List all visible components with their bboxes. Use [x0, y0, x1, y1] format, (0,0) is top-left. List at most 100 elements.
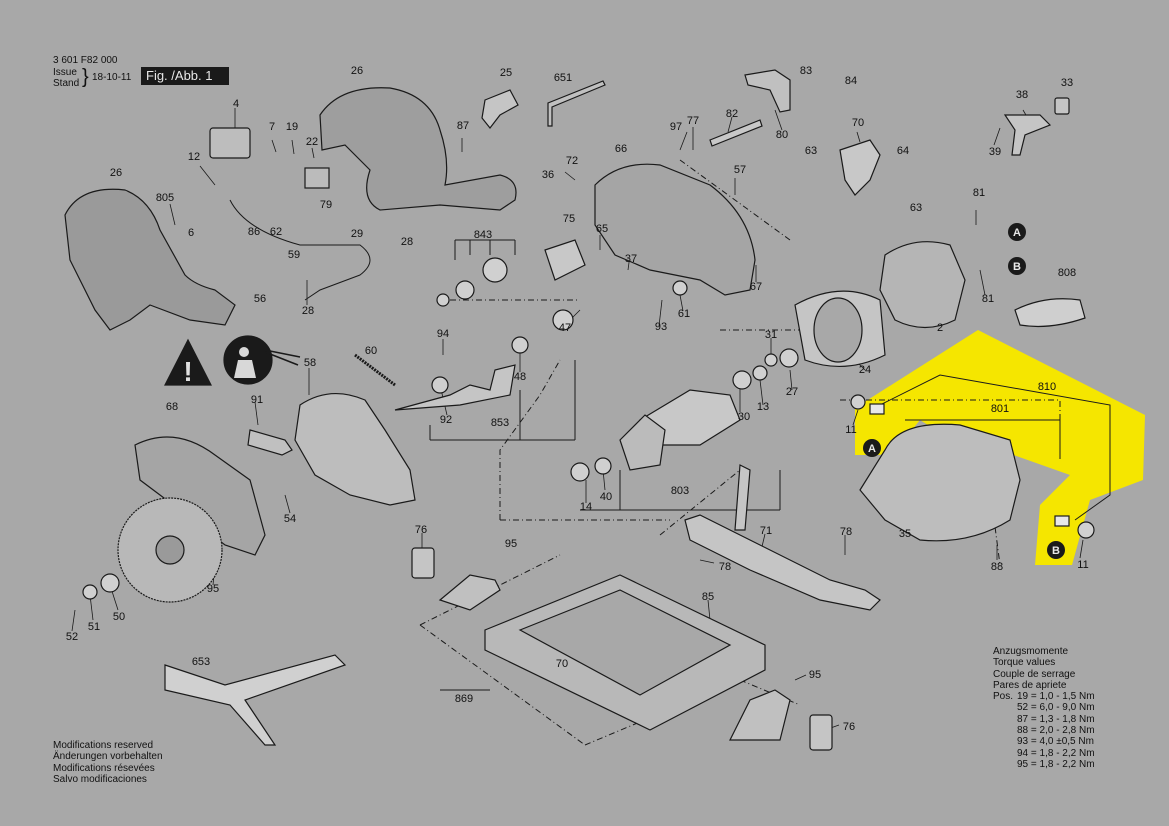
- torque-value: 94 = 1,8 - 2,2 Nm: [1017, 747, 1095, 759]
- part-number-label: 70: [852, 117, 864, 129]
- callout-circle: [1008, 257, 1026, 275]
- part-number-label: 6: [188, 227, 194, 239]
- part-number-label: 50: [113, 611, 125, 623]
- part-number-label: 38: [1016, 89, 1028, 101]
- torque-values-table: Anzugsmomente Torque values Couple de se…: [993, 646, 1095, 770]
- part-number-label: 808: [1058, 267, 1076, 279]
- callout-letter: A: [1013, 227, 1021, 239]
- torque-value: 87 = 1,3 - 1,8 Nm: [1017, 713, 1095, 725]
- fan-shroud-24-opening: [813, 297, 863, 363]
- lever-80: [744, 69, 791, 113]
- brush-holder-b: [1054, 515, 1070, 527]
- bracket-76-bottom: [809, 714, 833, 751]
- part-number-label: 2: [937, 322, 943, 334]
- stand-label: Stand: [53, 78, 80, 89]
- issue-label: Issue: [53, 67, 77, 78]
- part-number-label: 84: [845, 75, 857, 87]
- bearing-13: [752, 365, 768, 381]
- guide-arm-71: [734, 464, 751, 531]
- part-number-label: 11: [845, 424, 856, 436]
- part-number-label: 94: [437, 328, 449, 340]
- button-33: [1054, 97, 1070, 115]
- bushing-61: [672, 280, 688, 296]
- part-number-label: 85: [702, 591, 714, 603]
- torque-row: 52 = 6,0 - 9,0 Nm: [993, 702, 1095, 713]
- part-number-label: 93: [655, 321, 667, 333]
- washer-11a: [850, 394, 866, 410]
- part-number-label: 33: [1061, 77, 1073, 89]
- parallel-guide-71: [684, 514, 881, 611]
- knob-91: [247, 429, 293, 456]
- switch-4: [209, 127, 251, 159]
- torque-row: 94 = 1,8 - 2,2 Nm: [993, 748, 1095, 759]
- operator-head-icon: [239, 347, 249, 357]
- part-number-label: 24: [859, 364, 871, 376]
- part-number-label: 75: [563, 213, 575, 225]
- bearing-40: [594, 457, 612, 475]
- part-number-label: 19: [286, 121, 298, 133]
- part-number-label: 78: [719, 561, 731, 573]
- part-number-label: 22: [306, 136, 318, 148]
- field-coil-2: [879, 241, 966, 329]
- part-number-label: 63: [805, 145, 817, 157]
- operator-body-icon: [234, 360, 256, 378]
- part-number-label: 7: [269, 121, 275, 133]
- part-number-label: 47: [559, 322, 571, 334]
- part-number-label: 79: [320, 199, 332, 211]
- document-number: 3 601 F82 000: [53, 55, 118, 66]
- motor-housing-35: [859, 423, 1021, 542]
- torque-row: 93 = 4,0 ±0,5 Nm: [993, 736, 1095, 747]
- part-number-label: 95: [207, 583, 219, 595]
- part-number-label: 76: [415, 524, 427, 536]
- part-number-label: 52: [66, 631, 78, 643]
- part-number-label: 88: [991, 561, 1003, 573]
- bracket-810: [869, 374, 1111, 521]
- part-number-label: 57: [734, 164, 746, 176]
- pictogram-arrow-a: [264, 349, 301, 358]
- issue-date: 18-10-11: [92, 72, 132, 83]
- bracket-853: [429, 360, 576, 441]
- callout-letter: B: [1052, 545, 1060, 557]
- part-number-label: 653: [192, 656, 210, 668]
- blade-guard-68: [134, 436, 266, 556]
- part-number-label: 81: [982, 293, 994, 305]
- rear-handle-26: [64, 188, 236, 331]
- torque-value: 88 = 2,0 - 2,8 Nm: [1017, 725, 1095, 737]
- warning-exclamation-icon: !: [183, 356, 192, 387]
- part-number-label: 56: [254, 293, 266, 305]
- part-number-label: 60: [365, 345, 377, 357]
- upper-handle-26: [319, 87, 517, 211]
- part-number-label: 80: [776, 129, 788, 141]
- part-number-label: 853: [491, 417, 509, 429]
- part-number-label: 82: [726, 108, 738, 120]
- gear-843a: [482, 257, 508, 283]
- bearing-31: [764, 353, 778, 367]
- callout-circle: [1008, 223, 1026, 241]
- lever-38: [1003, 114, 1052, 156]
- motor-housing-66: [594, 163, 756, 296]
- brush-holder-a: [869, 403, 885, 415]
- part-number-label: 81: [973, 187, 985, 199]
- part-number-label: 35: [899, 528, 911, 540]
- part-number-label: 26: [110, 167, 122, 179]
- torque-value: 95 = 1,8 - 2,2 Nm: [1017, 758, 1095, 770]
- gear-843c: [436, 293, 450, 307]
- part-number-label: 26: [351, 65, 363, 77]
- part-number-label: 29: [351, 228, 363, 240]
- modifications-de: Änderungen vorbehalten: [53, 751, 163, 763]
- part-number-label: 805: [156, 192, 174, 204]
- callout-a-marker: A: [863, 439, 881, 457]
- part-number-label: 86: [248, 226, 260, 238]
- callout-circle: [863, 439, 881, 457]
- bracket-64: [839, 139, 881, 196]
- part-number-label: 87: [457, 120, 469, 132]
- part-number-label: 869: [455, 693, 473, 705]
- part-number-label: 67: [750, 281, 762, 293]
- part-number-label: 91: [251, 394, 263, 406]
- gear-843b: [455, 280, 475, 300]
- spindle-853: [394, 364, 516, 411]
- allen-key-651: [547, 80, 606, 127]
- assembly-outline-center: [659, 159, 791, 536]
